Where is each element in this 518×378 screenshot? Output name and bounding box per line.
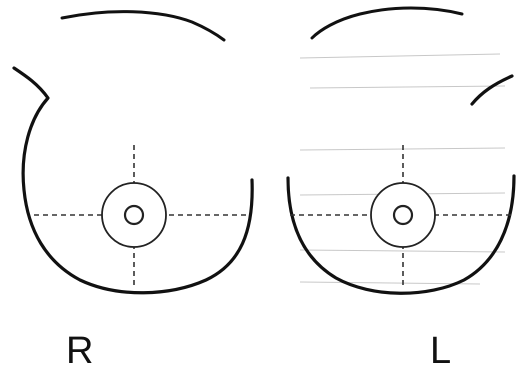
right-breast-outline — [14, 12, 252, 293]
left-side-label: L — [430, 332, 451, 370]
left-nipple — [394, 206, 412, 224]
right-nipple — [125, 206, 143, 224]
left-breast-nipple — [371, 183, 435, 247]
right-side-label: R — [66, 332, 93, 370]
scan-bleed-through — [300, 54, 505, 284]
right-breast-nipple — [102, 183, 166, 247]
